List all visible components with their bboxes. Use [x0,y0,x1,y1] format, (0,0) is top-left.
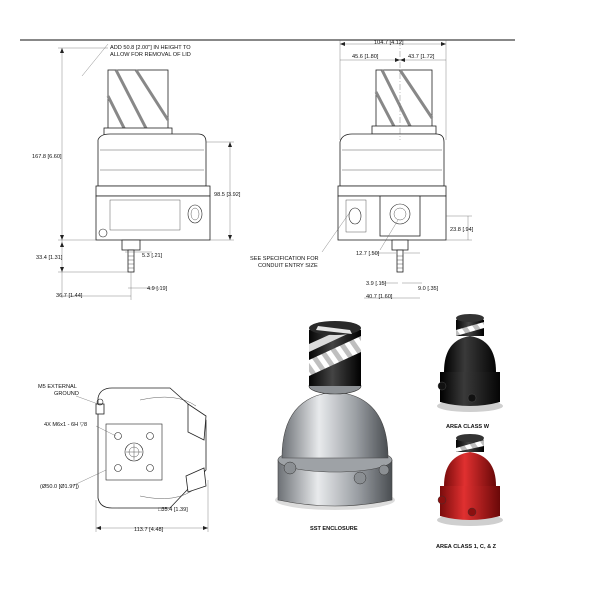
dim-23-8-label: 23.8 [.94] [450,227,474,233]
lid-note-line1: ADD 50.8 [2.00"] IN HEIGHT TO [110,45,191,51]
bolt-hole-tl [114,432,122,440]
bolt-hole-tr [146,432,154,440]
area-class-1cz-caption: AREA CLASS 1, C, & Z [436,544,497,550]
ground-label-line2: GROUND [54,391,79,397]
ground-label-line1: M5 EXTERNAL [38,384,77,390]
sst-enclosure-photo [275,321,395,510]
height-base-label: 33.4 [1.31] [36,255,63,261]
front-dome [103,69,173,137]
bolt-circle-label: (Ø50.0 [Ø1.97]) [40,484,79,490]
side-housing [337,133,447,273]
conduit-note-line1: SEE SPECIFICATION FOR [250,256,319,262]
square-dim-label: □35.4 [1.39] [158,507,188,513]
bolt-hole-bl [114,464,122,472]
area-class-1cz-photo [437,434,503,526]
dim-3-9-label: 3.9 [.15] [366,281,387,287]
center-boss [124,442,144,462]
dim-36-7-label: 36.7 [1.44] [56,293,83,299]
bottom-view: M5 EXTERNAL GROUND 4X M6x1 - 6H ▽8 (Ø50.… [38,384,209,533]
ground-lug [95,398,105,415]
side-view: 104.7 [4.12] 45.6 [1.80] 43.7 [1.72] SEE… [250,40,474,300]
height-total-label: 167.8 [6.60] [32,154,62,160]
dim-45-6-label: 45.6 [1.80] [352,54,379,60]
dim-40-7-label: 40.7 [1.60] [366,294,393,300]
dim-12-7-label: 12.7 [.50] [356,251,380,257]
height-body-label: 98.5 [3.92] [214,192,241,198]
mounting-square [105,423,163,481]
area-class-w-photo [437,314,503,412]
width-total-label: 104.7 [4.12] [374,40,404,46]
front-dimensions [58,43,234,300]
area-class-w-caption: AREA CLASS W [446,424,490,430]
dim-5-3-label: 5.3 [.21] [142,253,163,259]
dim-43-7-label: 43.7 [1.72] [408,54,435,60]
dim-9-0-label: 9.0 [.35] [418,286,439,292]
side-dome [371,69,437,135]
conduit-note-line2: CONDUIT ENTRY SIZE [258,263,318,269]
bottom-width-label: 113.7 [4.48] [134,527,164,533]
front-view: ADD 50.8 [2.00"] IN HEIGHT TO ALLOW FOR … [32,43,241,300]
thread-note-label: 4X M6x1 - 6H ▽8 [44,422,87,428]
side-dimensions [321,40,472,299]
dim-4-9-label: 4.9 [.19] [147,286,168,292]
front-housing [95,133,211,273]
bolt-hole-br [146,464,154,472]
lid-note-line2: ALLOW FOR REMOVAL OF LID [110,52,191,58]
sst-caption: SST ENCLOSURE [310,526,358,532]
